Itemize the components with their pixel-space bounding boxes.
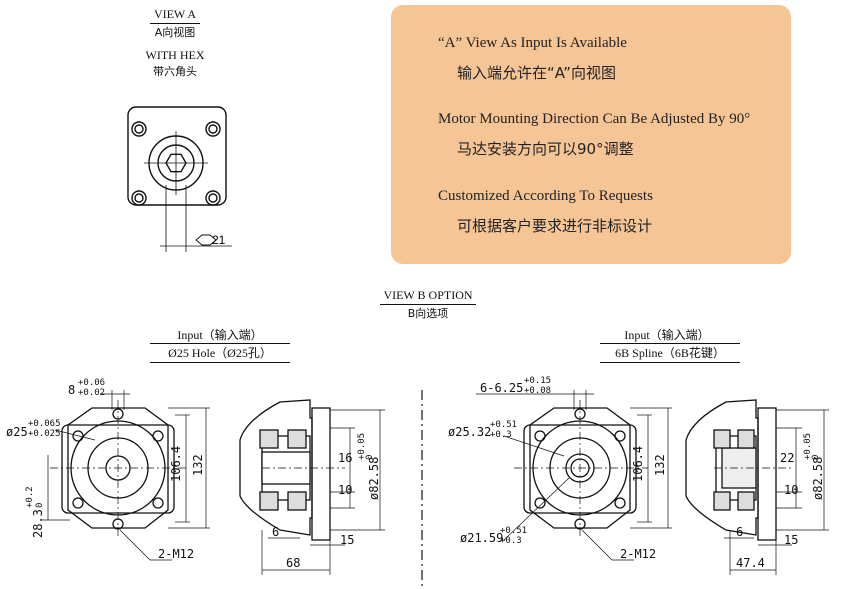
note-2-en: Motor Mounting Direction Can Be Adjusted… [438, 111, 751, 127]
notes-panel: “A” View As Input Is Available 输入端允许在“A”… [391, 5, 791, 264]
right-spline-tol-upper: +0.15 [524, 376, 551, 386]
right-d474: 47.4 [736, 556, 765, 570]
left-slot-tol-lower: +0.02 [78, 388, 105, 398]
view-b-title: VIEW B OPTION [380, 288, 476, 305]
view-a-title: VIEW A [150, 7, 200, 24]
right-pilot-tol-lower: 0 [811, 455, 821, 460]
right-height-132: 132 [653, 454, 667, 476]
right-inner-dia: ø21.59 [460, 531, 503, 545]
left-height-132: 132 [191, 454, 205, 476]
left-pilot-tol-lower: 0 [365, 455, 375, 460]
right-d6: 6 [736, 525, 743, 539]
left-key-tol-lower: 0 [35, 503, 45, 508]
right-pilot-tol-upper: +0.05 [803, 433, 813, 460]
right-inner-tol-lower: +0.3 [500, 536, 522, 546]
view-a-title-cn: A向视图 [154, 26, 196, 39]
left-d6: 6 [272, 525, 279, 539]
left-bore-tol-upper: +0.065 [28, 419, 61, 429]
left-pilot-tol-upper: +0.05 [357, 433, 367, 460]
view-a-subtitle-cn: 带六角头 [153, 65, 197, 78]
right-height-1064: 106.4 [631, 446, 645, 482]
left-d68: 68 [286, 556, 300, 570]
left-d16: 16 [338, 451, 352, 465]
note-1-en: “A” View As Input Is Available [438, 35, 627, 51]
right-spline-tol-lower: +0.08 [524, 386, 551, 396]
note-3-en: Customized According To Requests [438, 188, 653, 204]
option-divider [421, 390, 423, 589]
left-height-1064: 106.4 [169, 446, 183, 482]
left-bore-tol-lower: +0.025 [28, 429, 61, 439]
right-d15: 15 [784, 533, 798, 547]
left-d10: 10 [338, 483, 352, 497]
right-d10: 10 [784, 483, 798, 497]
right-outer-dia: ø25.32 [448, 425, 491, 439]
right-inner-tol-upper: +0.51 [500, 526, 527, 536]
left-pilot-dia: ø82.58 [367, 457, 381, 500]
right-holes: 2-M12 [620, 547, 656, 561]
right-input-desc: 6B Spline（6B花键） [600, 343, 740, 363]
left-key-283: 28.3 [31, 509, 45, 538]
left-input-label: Input（输入端） [177, 328, 263, 342]
view-a-subtitle: WITH HEX [145, 48, 205, 62]
left-holes: 2-M12 [158, 547, 194, 561]
note-2-cn: 马达安装方向可以90°调整 [457, 140, 634, 158]
view-a-drawing: 21 [127, 106, 232, 252]
left-d15: 15 [340, 533, 354, 547]
left-option-drawing: 8 +0.06 +0.02 ø25 +0.065 +0.025 106.4 13… [6, 378, 385, 575]
left-slot-tol-upper: +0.06 [78, 378, 105, 388]
left-bore-dia: ø25 [6, 425, 28, 439]
view-a-hex-dim: 21 [212, 233, 226, 247]
note-1-cn: 输入端允许在“A”向视图 [457, 64, 616, 82]
right-d22: 22 [780, 451, 794, 465]
right-option-drawing: 6-6.25 +0.15 +0.08 ø25.32 +0.51 +0.3 ø21… [448, 376, 829, 575]
left-key-tol-upper: +0.2 [25, 486, 35, 508]
right-outer-tol-lower: +0.3 [490, 430, 512, 440]
right-spline-width: 6-6.25 [480, 381, 523, 395]
left-slot-width: 8 [68, 383, 75, 397]
view-b-title-cn: B向选项 [407, 307, 449, 320]
note-3-cn: 可根据客户要求进行非标设计 [457, 217, 653, 235]
right-pilot-dia: ø82.58 [811, 457, 825, 500]
left-input-desc: Ø25 Hole（Ø25孔） [150, 343, 290, 363]
right-input-label: Input（输入端） [624, 328, 710, 342]
right-outer-tol-upper: +0.51 [490, 420, 517, 430]
